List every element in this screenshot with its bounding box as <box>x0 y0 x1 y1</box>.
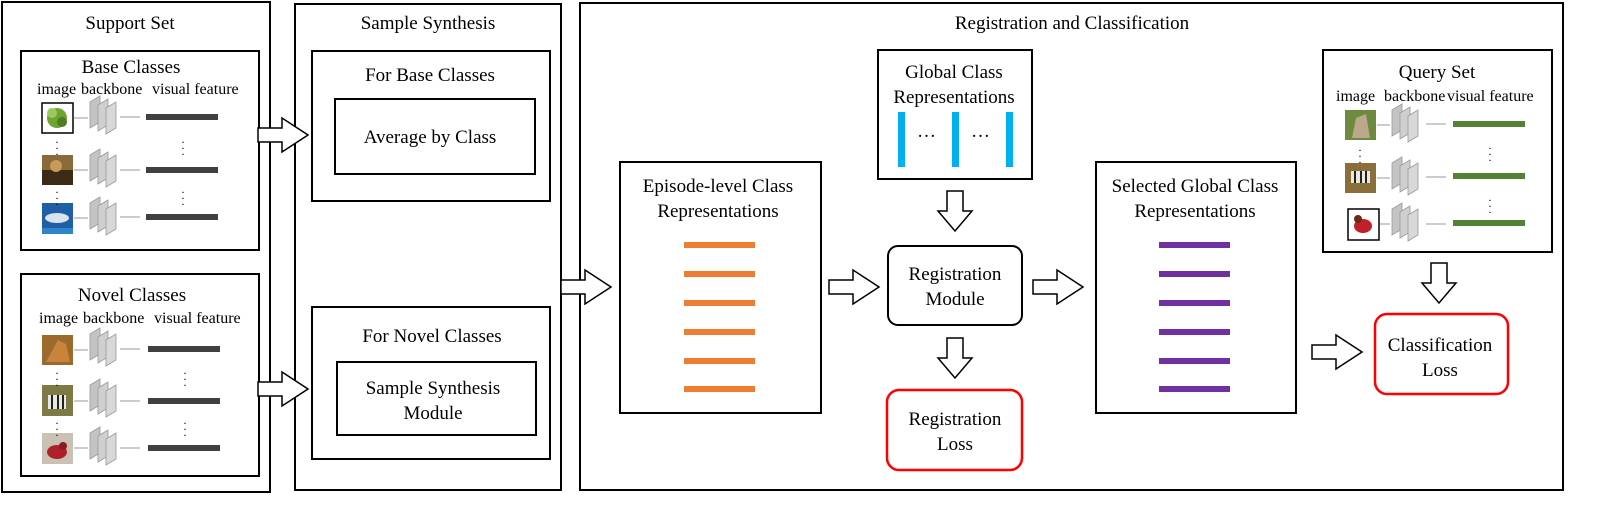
vdots: ... <box>183 413 187 439</box>
novel-classes-box <box>20 273 260 477</box>
query-rows <box>1345 103 1525 242</box>
novel-rows <box>42 327 220 466</box>
registration-title: Registration and Classification <box>954 13 1190 34</box>
for-base-classes-title: For Base Classes <box>365 65 495 86</box>
registration-loss-box <box>885 388 1024 472</box>
query-set-title: Query Set <box>1398 62 1476 83</box>
for-base-classes-box <box>311 50 551 202</box>
base-rows <box>41 95 218 236</box>
sample-synthesis-module-label: Sample Synthesis Module <box>365 378 501 424</box>
global-reps-box <box>877 49 1033 180</box>
novel-col-image: image <box>39 310 79 327</box>
average-by-class-label: Average by Class <box>363 127 497 148</box>
selected-reps-label: Selected Global Class Representations <box>1111 176 1279 222</box>
global-ellipsis-1: … <box>917 121 936 142</box>
vdots: ... <box>55 363 59 389</box>
base-col-feature: visual feature <box>152 81 239 98</box>
query-col-image: image <box>1336 88 1376 105</box>
base-col-backbone: backbone <box>81 81 143 98</box>
novel-classes-title: Novel Classes <box>77 285 187 306</box>
vdots: ... <box>55 413 59 439</box>
registration-panel <box>579 2 1564 491</box>
base-classes-title: Base Classes <box>81 57 181 78</box>
selected-reps-box <box>1095 161 1297 414</box>
vdots: ... <box>181 132 185 158</box>
base-col-image: image <box>37 81 77 98</box>
registration-module-box <box>887 245 1023 326</box>
global-bars <box>898 112 1013 167</box>
episode-bars <box>684 242 755 392</box>
selected-bars <box>1159 242 1230 392</box>
global-ellipsis-2: … <box>971 121 990 142</box>
query-col-feature: visual feature <box>1447 88 1534 105</box>
sample-synthesis-module-box <box>336 361 537 436</box>
registration-module-label: Registration Module <box>908 264 1002 310</box>
sample-synthesis-panel <box>294 3 562 491</box>
query-set-box <box>1322 49 1553 253</box>
classification-loss-label: Classification Loss <box>1387 335 1493 381</box>
global-reps-label: Global Class Representations <box>893 62 1015 108</box>
support-set-title: Support Set <box>85 13 175 34</box>
registration-loss-label: Registration Loss <box>908 409 1002 455</box>
support-set-panel <box>1 1 271 493</box>
novel-col-backbone: backbone <box>83 310 145 327</box>
query-col-backbone: backbone <box>1384 88 1446 105</box>
classification-loss-box <box>1373 312 1510 396</box>
vdots: ... <box>1488 190 1492 216</box>
for-novel-classes-title: For Novel Classes <box>362 326 502 347</box>
base-classes-box <box>20 50 260 251</box>
episode-reps-label: Episode-level Class Representations <box>642 176 794 222</box>
vdots: ... <box>181 182 185 208</box>
novel-col-feature: visual feature <box>154 310 241 327</box>
for-novel-classes-box <box>311 306 551 460</box>
vdots: ... <box>55 132 59 158</box>
episode-reps-box <box>619 161 822 414</box>
sample-synthesis-title: Sample Synthesis <box>360 13 496 34</box>
vdots: ... <box>183 363 187 389</box>
vdots: ... <box>1358 140 1362 166</box>
vdots: ... <box>55 182 59 208</box>
average-by-class-box <box>334 98 536 175</box>
vdots: ... <box>1488 138 1492 164</box>
